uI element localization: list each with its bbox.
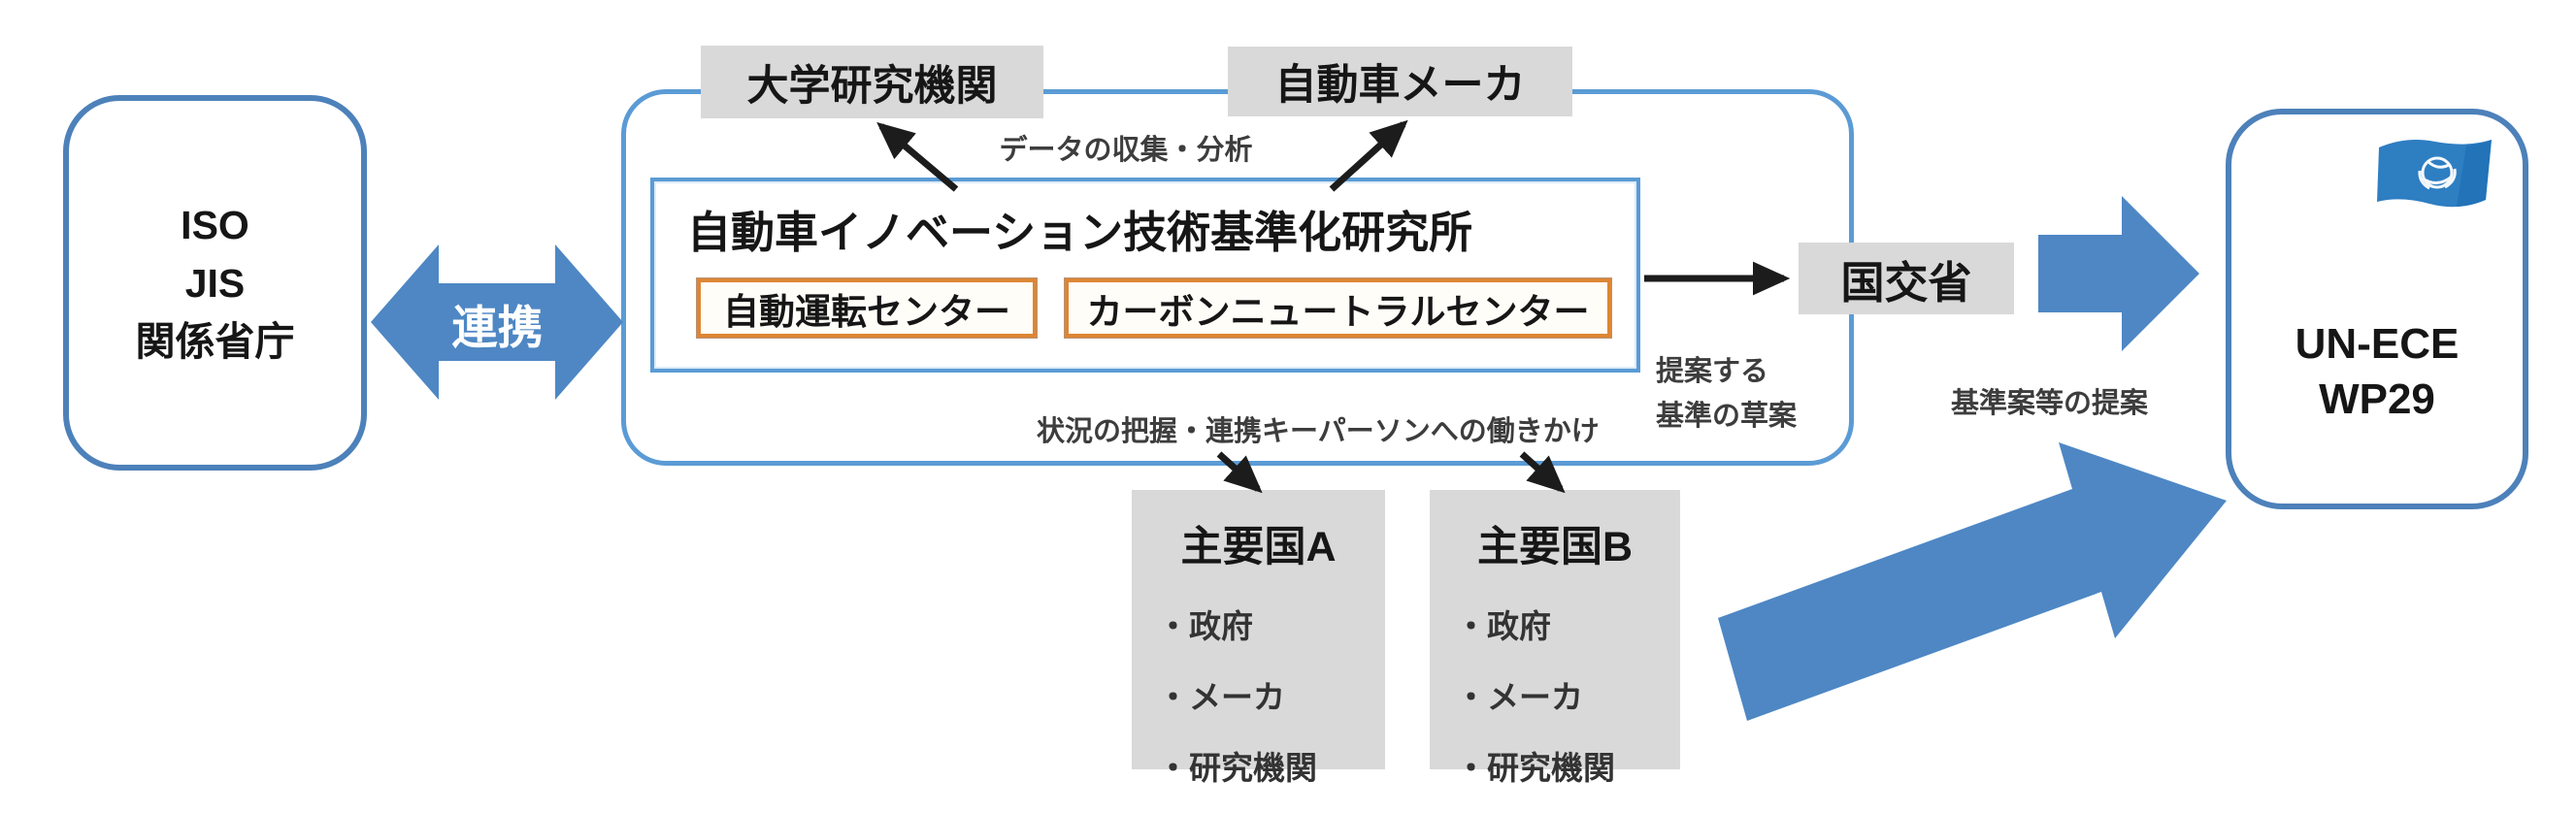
carbon-neutral-center-box: カーボンニュートラルセンター — [1065, 278, 1611, 338]
unece-label: UN-ECE — [2295, 319, 2460, 368]
standards-proposal-note: 基準案等の提案 — [1951, 388, 2149, 419]
country-a-item-government: ・政府 — [1157, 608, 1253, 644]
university-research-label: 大学研究機関 — [746, 62, 998, 110]
country-a-box: 主要国A ・政府 ・メーカ ・研究機関 — [1132, 490, 1385, 786]
un-flag-icon — [2377, 140, 2492, 208]
jis-label: JIS — [184, 260, 246, 306]
institute-title: 自動車イノベーション技術基準化研究所 — [687, 208, 1473, 257]
iso-label: ISO — [181, 202, 249, 247]
proposal-draft-note-line2: 基準の草案 — [1656, 401, 1798, 432]
ministries-label: 関係省庁 — [135, 318, 295, 364]
carbon-neutral-center-label: カーボンニュートラルセンター — [1086, 291, 1590, 332]
autonomous-driving-center-box: 自動運転センター — [697, 278, 1037, 338]
automaker-label: 自動車メーカ — [1274, 62, 1526, 109]
institute-box: 自動車イノベーション技術基準化研究所 — [650, 178, 1640, 373]
country-a-title: 主要国A — [1180, 524, 1337, 570]
submit-arrow — [2038, 196, 2199, 351]
country-b-box: 主要国B ・政府 ・メーカ ・研究機関 — [1430, 490, 1680, 786]
renkei-arrow-label: 連携 — [451, 301, 544, 353]
country-b-item-government: ・政府 — [1455, 608, 1551, 644]
country-a-list: ・政府 ・メーカ ・研究機関 — [1132, 591, 1385, 803]
country-a-item-maker: ・メーカ — [1157, 679, 1285, 715]
proposal-draft-note: 提案する 基準の草案 — [1656, 349, 1850, 439]
autonomous-driving-center-label: 自動運転センター — [723, 291, 1010, 332]
data-collection-note: データの収集・分析 — [999, 135, 1253, 166]
proposal-arrow-diagonal — [1718, 442, 2227, 721]
country-b-list: ・政府 ・メーカ ・研究機関 — [1430, 591, 1680, 803]
mlit-label: 国交省 — [1840, 257, 1972, 308]
unece-wp29-box: UN-ECE WP29 — [2226, 109, 2528, 509]
proposal-draft-note-line1: 提案する — [1656, 356, 1769, 387]
country-b-item-maker: ・メーカ — [1455, 679, 1583, 715]
iso-jis-box: ISO JIS 関係省庁 — [63, 95, 367, 471]
automaker-box: 自動車メーカ — [1228, 47, 1572, 116]
situation-note: 状況の把握・連携キーパーソンへの働きかけ — [1037, 416, 1600, 447]
country-a-item-research: ・研究機関 — [1157, 750, 1317, 786]
university-research-box: 大学研究機関 — [701, 46, 1043, 118]
mlit-box: 国交省 — [1799, 243, 2014, 314]
country-b-item-research: ・研究機関 — [1455, 750, 1615, 786]
wp29-label: WP29 — [2319, 374, 2435, 423]
country-b-title: 主要国B — [1476, 524, 1634, 570]
